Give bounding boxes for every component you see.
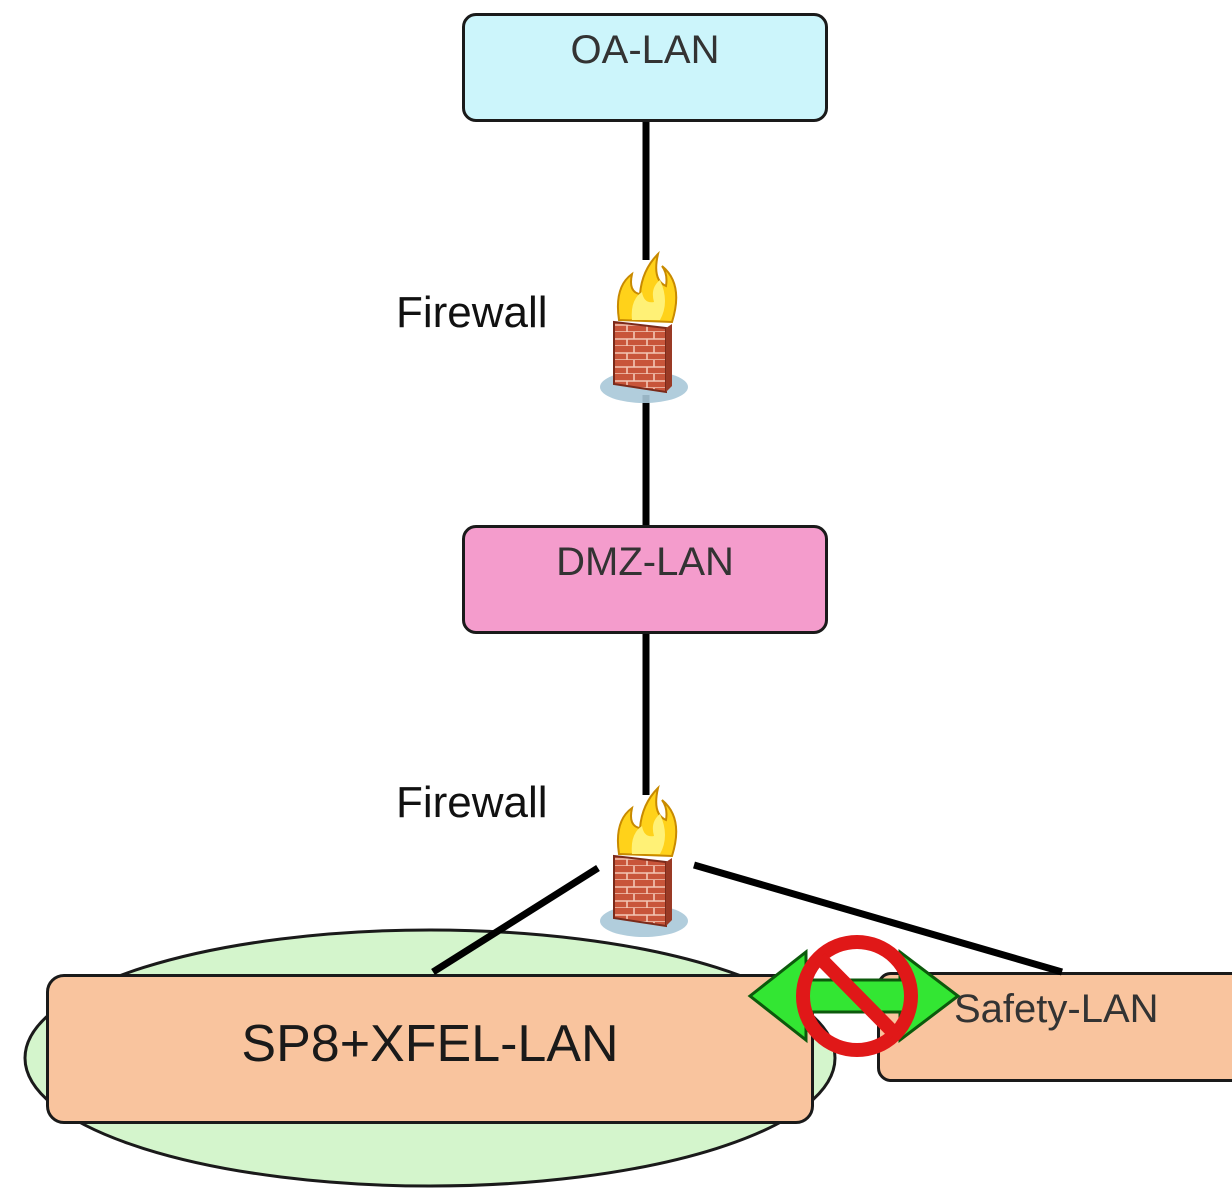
- lower-firewall-label: Firewall: [396, 778, 548, 827]
- dmz-lan-node: DMZ-LAN: [462, 525, 828, 634]
- dmz-lan-label: DMZ-LAN: [556, 540, 734, 584]
- oa-lan-node: OA-LAN: [462, 13, 828, 122]
- safety-lan-node: Safety-LAN: [877, 972, 1232, 1082]
- sp8-xfel-lan-node: SP8+XFEL-LAN: [46, 974, 814, 1124]
- upper-firewall-label: Firewall: [396, 288, 548, 337]
- safety-lan-label: Safety-LAN: [954, 987, 1159, 1031]
- oa-lan-label: OA-LAN: [570, 28, 720, 72]
- sp8-xfel-lan-label: SP8+XFEL-LAN: [241, 1015, 619, 1073]
